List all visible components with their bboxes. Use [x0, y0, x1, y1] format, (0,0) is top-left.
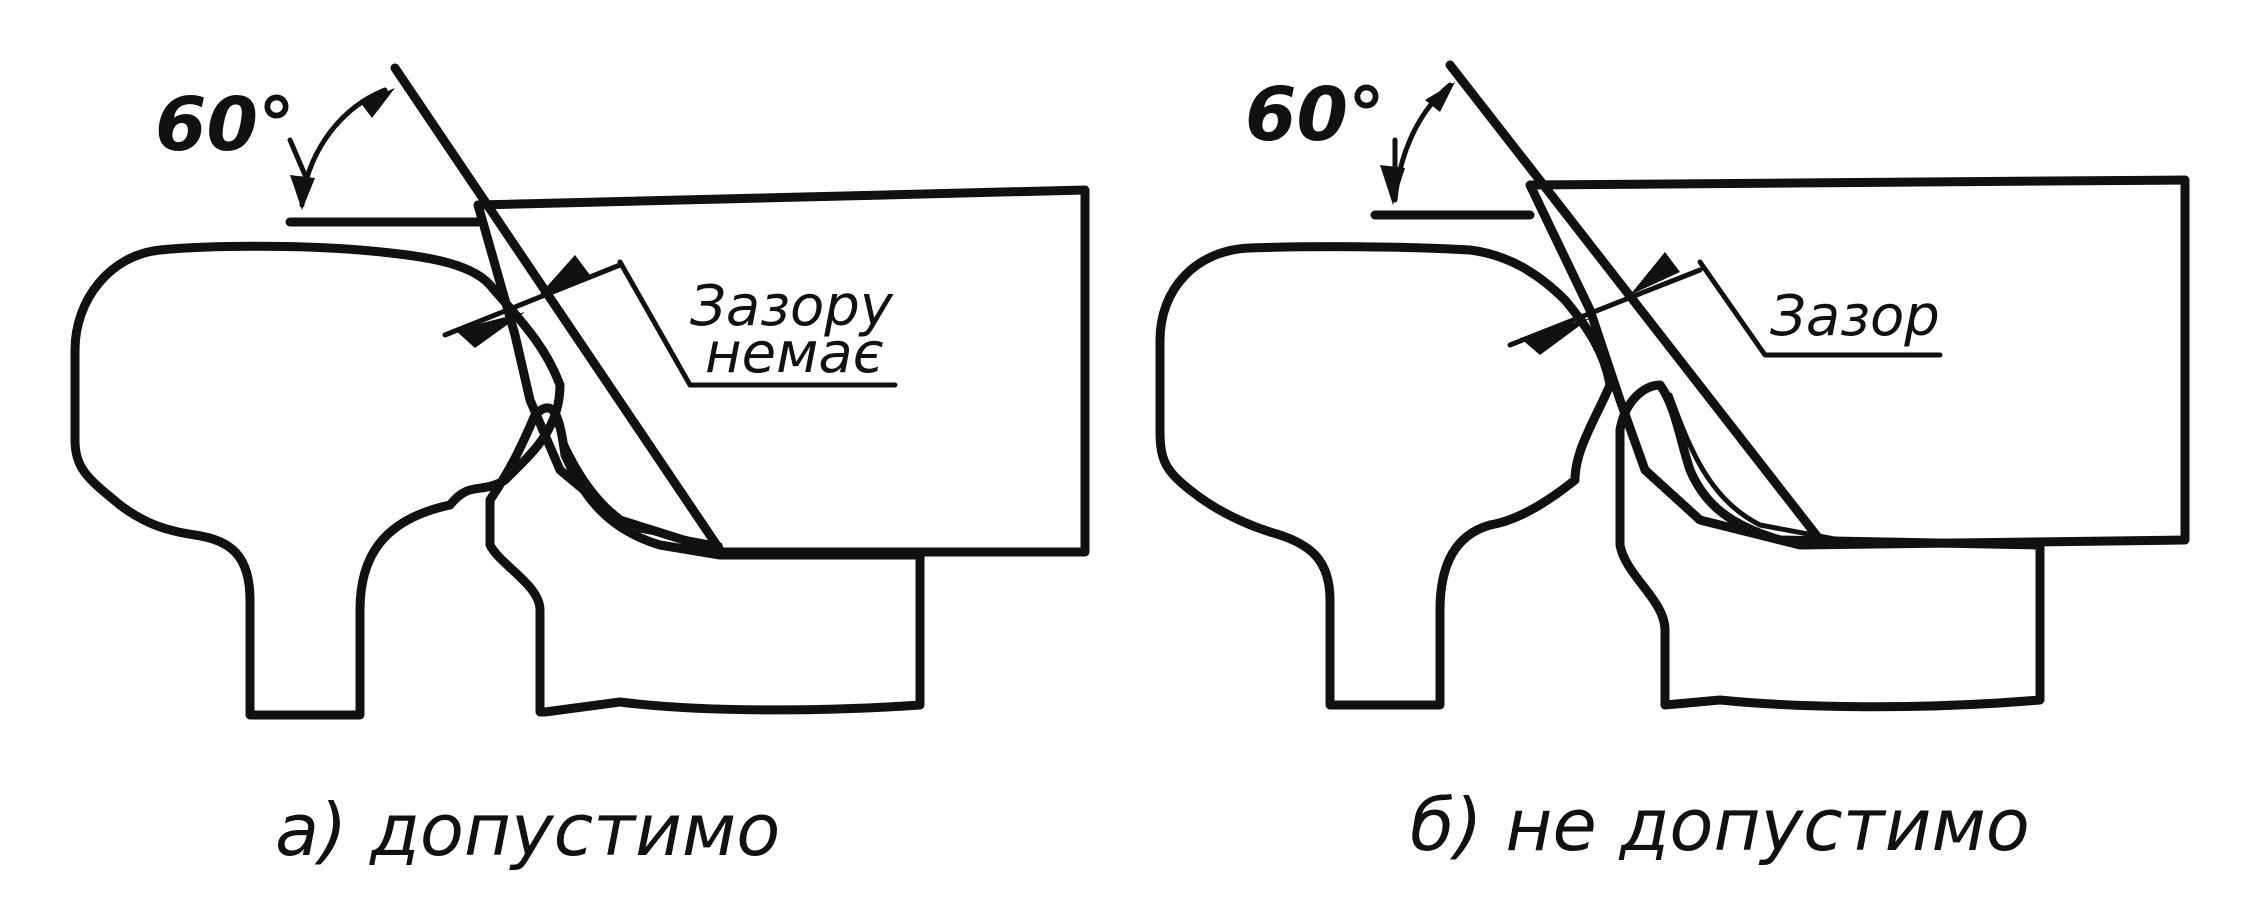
panel-a: 60° Зазору немає а) допустимо	[70, 63, 1090, 872]
gap-arrow-right-b	[1630, 252, 1680, 295]
rail-head-a	[70, 241, 565, 720]
panel-b: 60° Зазор б) не допустимо	[1155, 60, 2190, 867]
switch-point-b	[1615, 380, 2045, 712]
switch-point-a	[485, 403, 925, 717]
gap-line-a	[442, 262, 623, 338]
angle-arrow-bottom-a	[290, 175, 315, 210]
caption-b: б) не допустимо	[1410, 783, 2030, 867]
gauge-block-b	[1525, 175, 2190, 550]
gap-arrow-left-b	[1520, 318, 1590, 355]
angle-line-a	[390, 63, 725, 555]
gap-note-b-line1: Зазор	[1770, 284, 1940, 349]
switch-point-inner-a	[552, 417, 723, 548]
gap-arrow-right-a	[535, 255, 590, 300]
angle-arrow-top-a	[360, 88, 395, 118]
switch-point-inner-b	[1667, 392, 1843, 543]
caption-a: а) допустимо	[275, 788, 780, 872]
angle-label-b: 60°	[1245, 72, 1385, 158]
gap-note-a-line1: Зазору	[690, 274, 894, 339]
angle-leader-a	[287, 137, 308, 178]
gap-arrow-left-a	[455, 312, 525, 348]
rail-head-b	[1155, 242, 1615, 710]
angle-arrow-top-b	[1425, 82, 1455, 112]
angle-label-a: 60°	[155, 82, 295, 168]
note-leader-b	[1697, 259, 1943, 358]
note-leader-a	[617, 259, 898, 388]
angle-arrow-bottom-b	[1380, 165, 1405, 205]
gap-note-a-line2: немає	[705, 321, 884, 386]
angle-line-b	[1445, 60, 1825, 545]
